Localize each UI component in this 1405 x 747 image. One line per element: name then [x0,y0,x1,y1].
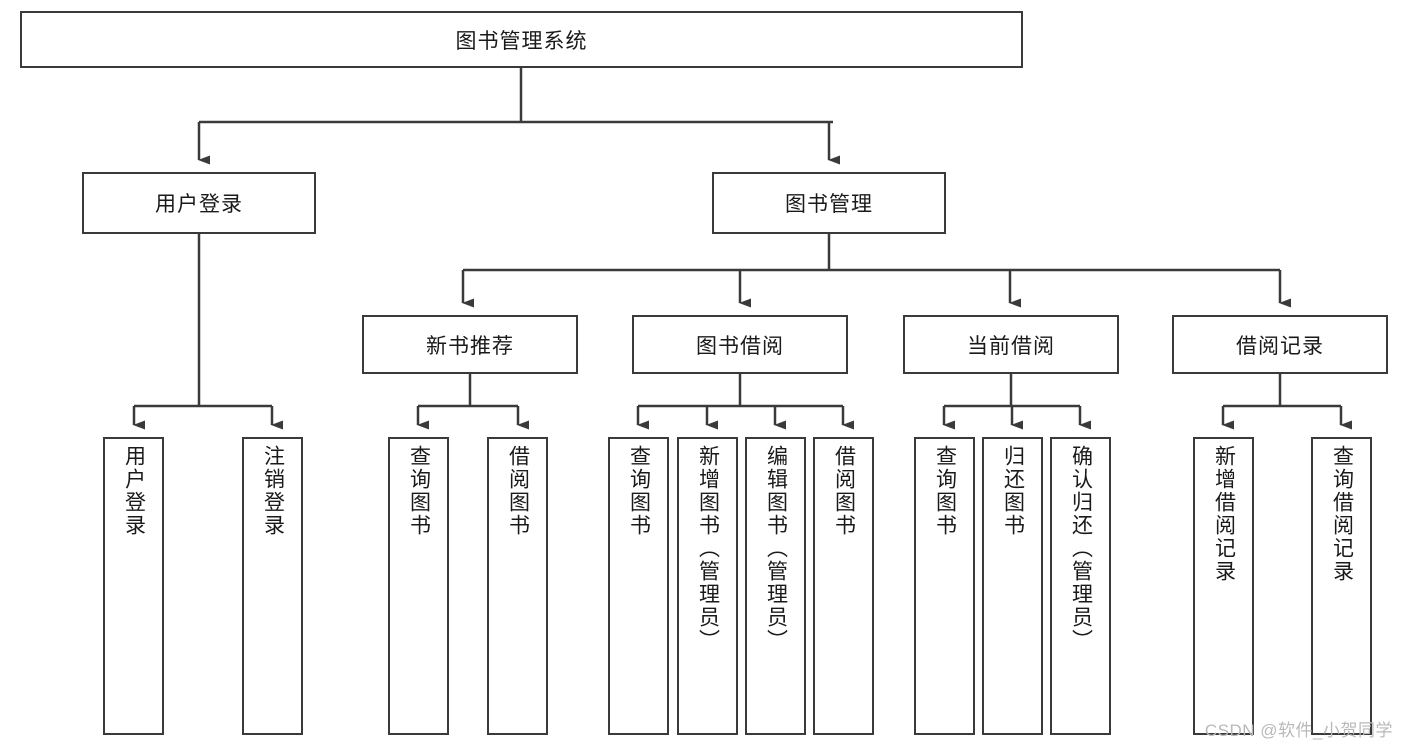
node-label: 新增图书（管理员） [696,445,720,652]
leaf-add-borrow-record[interactable]: 新增借阅记录 [1193,437,1254,735]
leaf-add-book-admin[interactable]: 新增图书（管理员） [677,437,738,735]
node-current-borrow[interactable]: 当前借阅 [903,315,1119,374]
leaf-edit-book-admin[interactable]: 编辑图书（管理员） [745,437,806,735]
node-label: 借阅图书 [832,445,856,537]
node-label: 确认归还（管理员） [1069,445,1093,652]
leaf-user-login[interactable]: 用户登录 [103,437,164,735]
node-label: 归还图书 [1001,445,1025,537]
node-book-borrow[interactable]: 图书借阅 [632,315,848,374]
node-label: 图书借阅 [696,334,784,358]
leaf-confirm-return-admin[interactable]: 确认归还（管理员） [1050,437,1111,735]
node-label: 注销登录 [261,445,285,537]
leaf-query-books-borrow[interactable]: 查询图书 [608,437,669,735]
node-label: 新增借阅记录 [1212,445,1236,583]
node-borrow-records[interactable]: 借阅记录 [1172,315,1388,374]
node-label: 用户登录 [155,193,243,216]
leaf-query-books-current[interactable]: 查询图书 [914,437,975,735]
node-label: 借阅记录 [1236,334,1324,358]
node-label: 用户登录 [122,445,146,537]
node-label: 图书管理 [785,193,873,216]
node-new-book-recommend[interactable]: 新书推荐 [362,315,578,374]
leaf-return-books[interactable]: 归还图书 [982,437,1043,735]
node-label: 查询借阅记录 [1330,445,1354,583]
node-label: 查询图书 [407,445,431,537]
node-label: 借阅图书 [506,445,530,537]
node-label: 图书管理系统 [455,29,588,53]
leaf-borrow-books[interactable]: 借阅图书 [813,437,874,735]
leaf-borrow-books-recommend[interactable]: 借阅图书 [487,437,548,735]
watermark: CSDN @软件_小贺同学 [1204,721,1393,740]
leaf-query-borrow-record[interactable]: 查询借阅记录 [1311,437,1372,735]
node-root-system[interactable]: 图书管理系统 [20,11,1023,68]
node-user-login[interactable]: 用户登录 [82,172,316,234]
node-label: 当前借阅 [967,334,1055,358]
node-label: 查询图书 [627,445,651,537]
node-label: 新书推荐 [426,334,514,358]
node-label: 编辑图书（管理员） [764,445,788,652]
leaf-user-logout[interactable]: 注销登录 [242,437,303,735]
node-label: 查询图书 [933,445,957,537]
node-book-management[interactable]: 图书管理 [712,172,946,234]
leaf-query-books-recommend[interactable]: 查询图书 [388,437,449,735]
